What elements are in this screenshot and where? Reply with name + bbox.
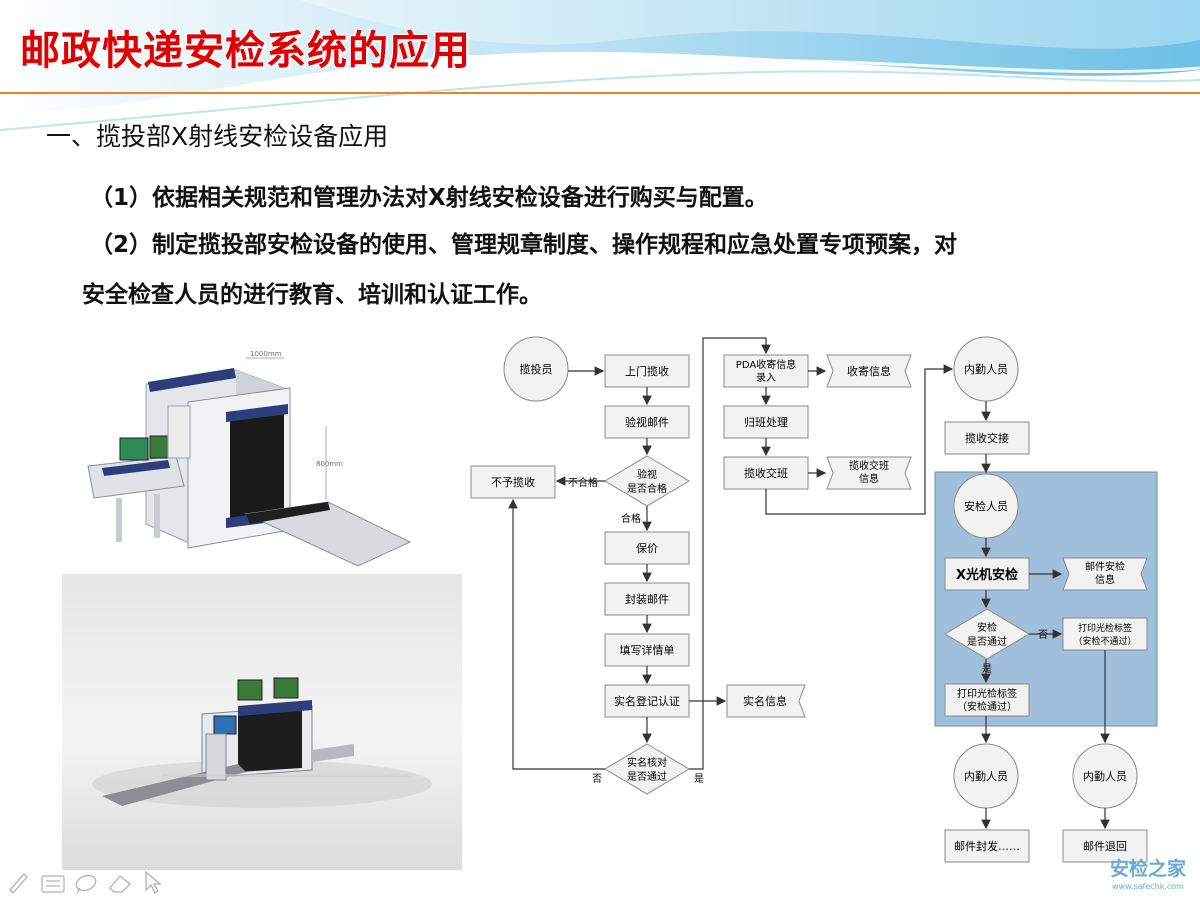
node-print-pass-label-1: 打印光检标签 bbox=[957, 687, 1017, 700]
node-neiqin-2-label: 内勤人员 bbox=[964, 769, 1008, 783]
slideshow-toolbar bbox=[9, 870, 162, 894]
label-fou-1: 否 bbox=[592, 773, 602, 785]
node-tuihui bbox=[1062, 829, 1148, 863]
section-heading: 一、揽投部X射线安检设备应用 bbox=[46, 122, 389, 151]
node-buyu bbox=[470, 465, 556, 499]
xray-machine-photo-top: 1000mm 800mm bbox=[58, 318, 426, 574]
dimension-height-label: 800mm bbox=[316, 460, 343, 468]
keyboard-icon[interactable] bbox=[41, 875, 65, 893]
node-tianxie-label: 填写详情单 bbox=[620, 643, 675, 657]
node-yanshi-label: 验视邮件 bbox=[625, 415, 669, 429]
node-decision3-label-2: 是否通过 bbox=[967, 635, 1007, 648]
node-guiban-label: 归班处理 bbox=[744, 415, 788, 429]
node-pda-label-2: 录入 bbox=[756, 372, 776, 384]
node-print-pass bbox=[944, 683, 1030, 717]
node-baojia bbox=[604, 531, 690, 565]
header-wave-decoration bbox=[0, 0, 1200, 131]
bullet-item-2-line-1: （2）制定揽投部安检设备的使用、管理规章制度、操作规程和应急处置专项预案，对 bbox=[90, 232, 958, 258]
node-shangmen-label: 上门揽收 bbox=[625, 364, 669, 378]
dimension-width-label: 1000mm bbox=[250, 350, 282, 358]
lasso-icon[interactable] bbox=[74, 873, 98, 894]
eraser-icon[interactable] bbox=[109, 875, 131, 893]
node-lantouyuan-label: 揽投员 bbox=[520, 362, 553, 376]
node-tuihui-label: 邮件退回 bbox=[1083, 840, 1127, 853]
node-decision2-label-1: 实名核对 bbox=[627, 756, 667, 769]
node-anjian-renyuan-label: 安检人员 bbox=[964, 499, 1008, 513]
node-decision3 bbox=[944, 608, 1030, 660]
node-fengfa-label: 邮件封发…… bbox=[954, 839, 1020, 853]
node-jiaoban-info-label-1: 揽收交班 bbox=[849, 459, 889, 472]
bullet-item-1: （1）依据相关规范和管理办法对X射线安检设备进行购买与配置。 bbox=[90, 185, 768, 211]
node-decision1-label-2: 是否合格 bbox=[627, 482, 667, 495]
node-fengzhuang bbox=[604, 582, 690, 616]
flow-connectors bbox=[508, 337, 1110, 830]
node-print-fail bbox=[1062, 617, 1148, 651]
node-lanshou-jiaoban bbox=[723, 456, 809, 490]
watermark-brand: 安检之家 bbox=[1110, 857, 1187, 880]
node-shiming-info-label: 实名信息 bbox=[743, 694, 787, 708]
node-anjian-info-label-2: 信息 bbox=[1095, 573, 1115, 586]
node-baojia-label: 保价 bbox=[636, 541, 658, 555]
node-shiming-label: 实名登记认证 bbox=[614, 694, 680, 708]
node-decision1-label-1: 验视 bbox=[637, 468, 657, 481]
slide-title: 邮政快递安检系统的应用 bbox=[20, 28, 471, 74]
node-yanshi bbox=[604, 405, 690, 439]
watermark-url: www.safechk.com bbox=[1112, 882, 1184, 891]
pen-icon[interactable] bbox=[9, 873, 28, 894]
node-print-fail-label-1: 打印光检标签 bbox=[1078, 622, 1132, 634]
label-hege: 合格 bbox=[621, 512, 641, 525]
node-jiaoban-info bbox=[826, 456, 912, 490]
flowchart-panel: 揽投员 上门揽收 验视邮件 验视 是否合格 不予揽收 不合格 合格 保价 封装邮… bbox=[465, 326, 1165, 870]
node-shouji-info bbox=[826, 354, 912, 388]
node-decision2-label-2: 是否通过 bbox=[627, 770, 667, 783]
node-lanshou-jiaojie bbox=[944, 421, 1030, 455]
node-anjian-info bbox=[1062, 557, 1148, 591]
node-buyu-label: 不予揽收 bbox=[491, 475, 535, 489]
node-fengfa bbox=[944, 829, 1030, 863]
node-neiqin-1-label: 内勤人员 bbox=[964, 362, 1008, 376]
label-shi-2: 是 bbox=[982, 663, 992, 675]
node-xguang-label: X光机安检 bbox=[956, 567, 1018, 583]
node-print-fail-label-2: （安检不通过） bbox=[1073, 635, 1136, 647]
node-decision2 bbox=[604, 743, 690, 795]
node-shouji-info-label: 收寄信息 bbox=[847, 364, 891, 378]
node-neiqin-3-label: 内勤人员 bbox=[1083, 769, 1127, 783]
node-jiaoban-info-label-2: 信息 bbox=[859, 472, 879, 485]
bullet-item-2-line-2: 安全检查人员的进行教育、培训和认证工作。 bbox=[82, 282, 542, 308]
xray-machine-photo-bottom bbox=[62, 574, 462, 870]
node-tianxie bbox=[604, 633, 690, 667]
node-pda-label-1: PDA收寄信息 bbox=[736, 358, 796, 371]
node-xguang bbox=[944, 557, 1030, 591]
node-pda bbox=[723, 354, 809, 388]
node-print-pass-label-2: （安检通过） bbox=[957, 700, 1017, 713]
node-shiming-info bbox=[726, 684, 806, 718]
node-lanshou-jiaojie-label: 揽收交接 bbox=[965, 431, 1009, 445]
node-lanshou-jiaoban-label: 揽收交班 bbox=[744, 466, 788, 480]
safechk-watermark: 安检之家 www.safechk.com bbox=[1110, 857, 1187, 891]
node-decision3-label-1: 安检 bbox=[977, 621, 997, 634]
node-decision1 bbox=[604, 455, 690, 507]
node-anjian-info-label-1: 邮件安检 bbox=[1085, 560, 1125, 573]
node-fengzhuang-label: 封装邮件 bbox=[625, 592, 669, 606]
pointer-icon[interactable] bbox=[145, 870, 162, 894]
label-buhege: 不合格 bbox=[568, 476, 598, 489]
node-guiban bbox=[723, 405, 809, 439]
node-lantouyuan bbox=[503, 336, 569, 402]
label-fou-2: 否 bbox=[1038, 629, 1048, 641]
label-shi-1: 是 bbox=[694, 773, 704, 785]
